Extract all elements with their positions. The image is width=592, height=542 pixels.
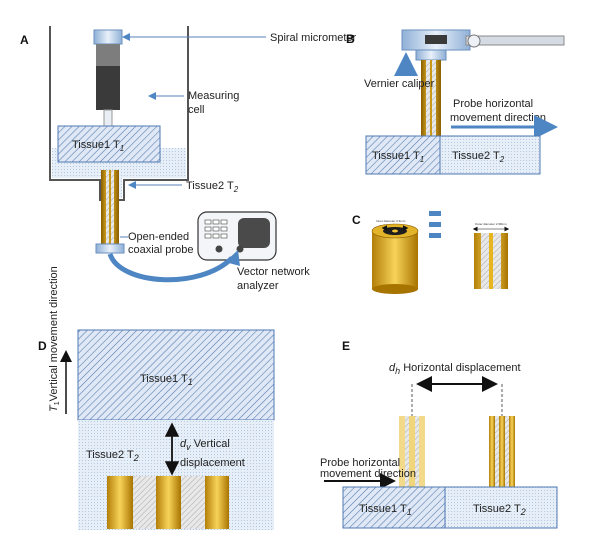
probe-cylinder-bottom [372,284,418,294]
panel-d-probe-inner [156,476,181,529]
tissue1-block [57,125,161,163]
vernier-caliper-label: Vernier caliper [364,78,435,90]
panel-d-tissue1 [77,329,275,421]
probe-end-inner [499,416,505,487]
vna-port-1 [215,245,223,253]
outer-diameter-label: Outer diameter 2.98mm [475,222,507,226]
inner-diameter-label: Inner diameter 0.9mm [376,219,406,223]
panel-c: C Inner diameter 0.9mm Outer diameter 2.… [352,211,510,294]
dh-label: dh Horizontal displacement [389,362,521,376]
panel-e-tissue2-label: Tissue2 T2 [473,503,526,517]
spiral-micrometer-label: Spiral micrometer [270,32,357,44]
panel-b-tissue2-label: Tissue2 T2 [452,150,505,164]
panel-b-tissue1 [365,135,441,175]
panel-e-tissue1-label: Tissue1 T1 [359,503,412,517]
probe-inner-conductor [109,170,111,244]
probe-end-outer-right [509,416,515,487]
measuring-cell-label-2: cell [188,104,205,116]
panel-e-direction-1: Probe horizontal [320,457,400,469]
panel-d-tissue2-label: Tissue2 T2 [86,449,139,463]
caliper-display [425,35,447,44]
panel-e-letter: E [342,339,350,353]
probe-label-2: coaxial probe [128,244,193,256]
panel-d: D T1Vertical movement direction Tissue1 … [38,266,275,530]
tissue1-label: Tissue1 T1 [72,139,124,153]
panel-a: A Tissue1 T1 Spiral micrometer Measuring… [20,26,357,292]
micrometer-barrel [96,44,120,66]
dv-label-2: displacement [180,457,245,469]
caliper-probe-inner [430,60,432,136]
panel-c-letter: C [352,213,361,227]
tissue2-label: Tissue2 T2 [186,180,239,194]
panel-e: E dh Horizontal displacement Probe horiz… [320,339,558,529]
panel-d-tissue1-label: Tissue1 T1 [140,373,193,387]
measuring-cell-label-1: Measuring [188,90,239,102]
caliper-beam [465,35,565,46]
probe-direction-label-1: Probe horizontal [453,98,533,110]
probe-center-pin [392,229,398,233]
micrometer-head [93,29,123,45]
probe-cylinder-body [372,231,418,289]
vna-label-1: Vector network [237,266,310,278]
caliper-knob [467,34,481,48]
panel-e-direction-2: movement direction [320,468,416,480]
probe-direction-label-2: movement direction [450,112,546,124]
probe-connector [95,243,125,254]
micrometer-spindle [103,109,113,127]
panel-e-tissue2 [444,486,558,529]
panel-b-tissue1-label: Tissue1 T1 [372,150,424,164]
probe-start-inner [409,416,415,487]
panel-b: B Vernier caliper Probe horizontal movem… [346,29,565,175]
caliper-jaw [415,49,447,61]
panel-a-letter: A [20,33,29,47]
cross-section-inner [489,233,493,289]
callout-box-3 [429,233,441,238]
callout-box-1 [429,211,441,216]
dv-label-1: dv Vertical [180,438,230,452]
vna-screen [238,218,270,248]
panel-b-tissue2 [439,135,541,175]
vna-cable [107,252,234,283]
panel-b-letter: B [346,32,355,46]
vna-keypad [204,219,228,239]
panel-d-probe-outer-right [205,476,229,529]
probe-start-outer-left [399,416,405,487]
vna-label-2: analyzer [237,280,279,292]
panel-d-letter: D [38,339,47,353]
micrometer-body [96,66,120,110]
probe-start-outer-right [419,416,425,487]
vna-cable-arrowhead [225,250,240,266]
probe-end-outer-left [489,416,495,487]
panel-d-probe-outer-left [107,476,133,529]
probe-label-1: Open-ended [128,231,189,243]
vertical-direction-label: T1Vertical movement direction [48,266,61,412]
vna-port-2 [236,245,244,253]
callout-box-2 [429,222,441,227]
